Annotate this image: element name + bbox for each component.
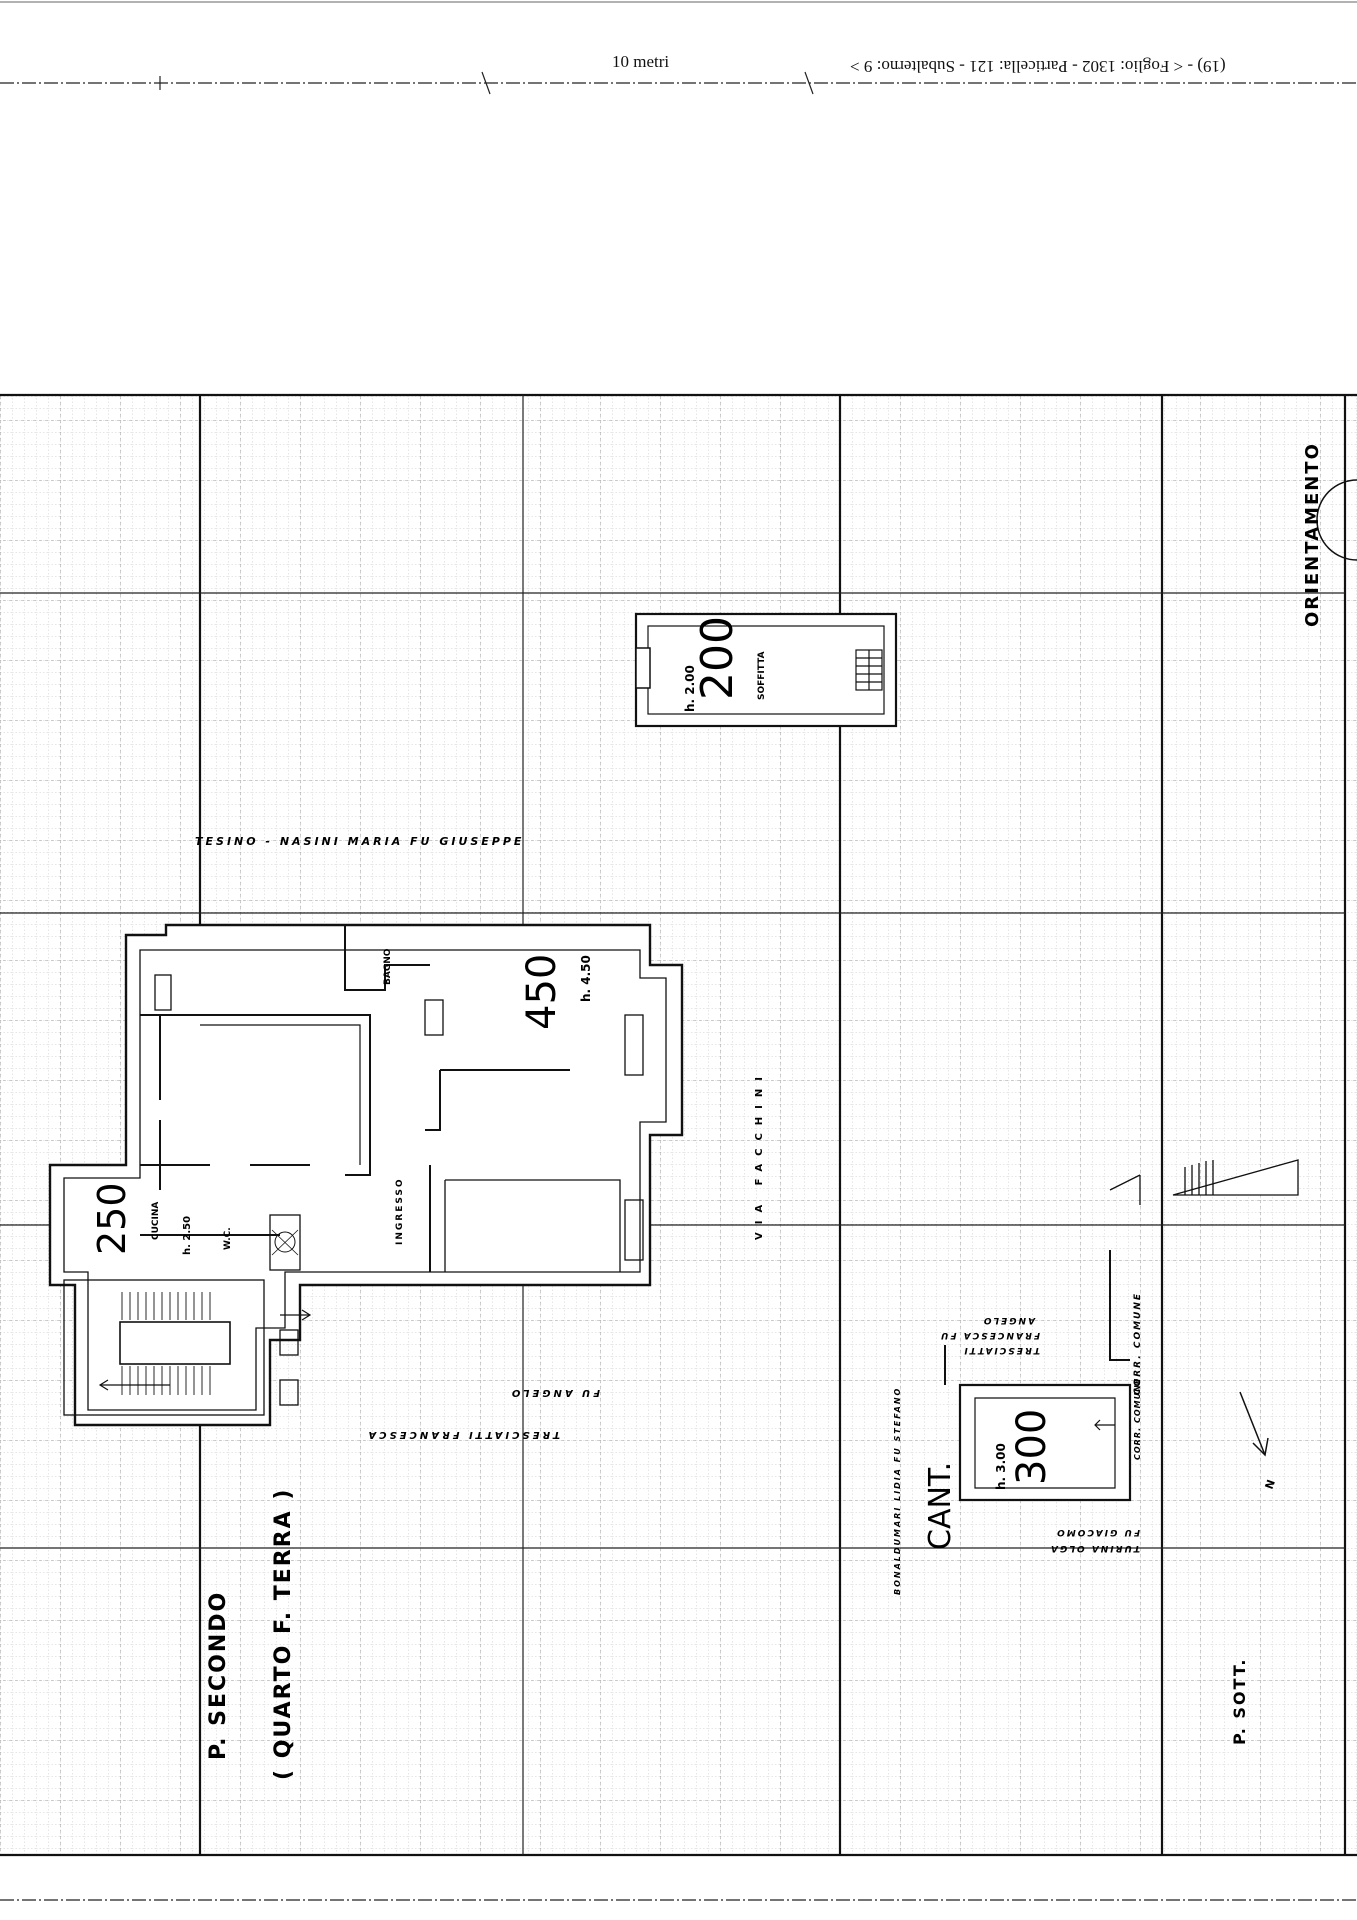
- cellar-room: [944, 1250, 1132, 1502]
- street-label: VIA FACCHINI: [754, 1069, 765, 1240]
- scale-tick-right: [804, 71, 814, 95]
- floor-basement: P. SOTT.: [1230, 1658, 1249, 1745]
- cellar-label: CANT.: [923, 1462, 958, 1550]
- owner-bottom-2: FU GIACOMO: [1055, 1527, 1140, 1537]
- north-label: ORIENTAMENTO: [1302, 442, 1323, 627]
- owner-right-3: ANGELO: [982, 1315, 1036, 1325]
- north-letter: N: [1263, 1478, 1278, 1491]
- corr-comune-2: CORR. COMUNE: [1133, 1378, 1142, 1460]
- owner-right-2: FRANCESCA FU: [939, 1330, 1040, 1340]
- main-room-height: h. 4.50: [579, 955, 593, 1002]
- owner-middle-1: TRESCIATTI FRANCESCA: [365, 1429, 560, 1440]
- owner-bottom-1: TURINA OLGA: [1049, 1543, 1140, 1553]
- main-room-number: 450: [519, 954, 565, 1030]
- owner-middle-2: FU ANGELO: [509, 1387, 600, 1398]
- kitchen-label: CUCINA: [151, 1202, 161, 1240]
- scale-tick-left: [481, 71, 491, 95]
- wc-label: W.C.: [223, 1227, 233, 1250]
- loft-label: SOFFITTA: [757, 651, 767, 700]
- bath-label: BAGNO: [383, 948, 393, 985]
- cadastral-reference: (19) - < Foglio: 1302 - Particella: 121 …: [850, 57, 1226, 76]
- floor-second-sub: ( QUARTO F. TERRA ): [271, 1488, 296, 1780]
- owner-right-1: TRESCIATTI: [962, 1345, 1040, 1355]
- cellar-number: 300: [1009, 1409, 1055, 1485]
- owner-bonaldi: BONALDUMARI LIDIA FU STEFANO: [893, 1387, 902, 1595]
- hatched-stair: [1109, 1159, 1299, 1205]
- loft-number: 200: [692, 616, 743, 700]
- loft-room: 200 h. 2.00 SOFFITTA: [634, 612, 898, 728]
- kitchen-height: h. 2.50: [182, 1216, 193, 1255]
- loft-stairs-icon: [855, 649, 883, 691]
- scale-label: 10 metri: [612, 52, 670, 71]
- cellar-height: h. 3.00: [994, 1443, 1008, 1490]
- entrance-label: INGRESSO: [395, 1177, 405, 1245]
- kitchen-number: 250: [90, 1182, 134, 1255]
- loft-height: h. 2.00: [683, 665, 697, 712]
- north-circle: [1316, 479, 1357, 561]
- corr-comune-1: CORR. COMUNE: [1133, 1292, 1143, 1395]
- apartment-plan: [48, 923, 684, 1427]
- owner-top: TESINO - NASINI MARIA FU GIUSEPPE: [195, 835, 524, 848]
- floor-second: P. SECONDO: [206, 1591, 231, 1760]
- north-arrow-icon: [1239, 1391, 1269, 1457]
